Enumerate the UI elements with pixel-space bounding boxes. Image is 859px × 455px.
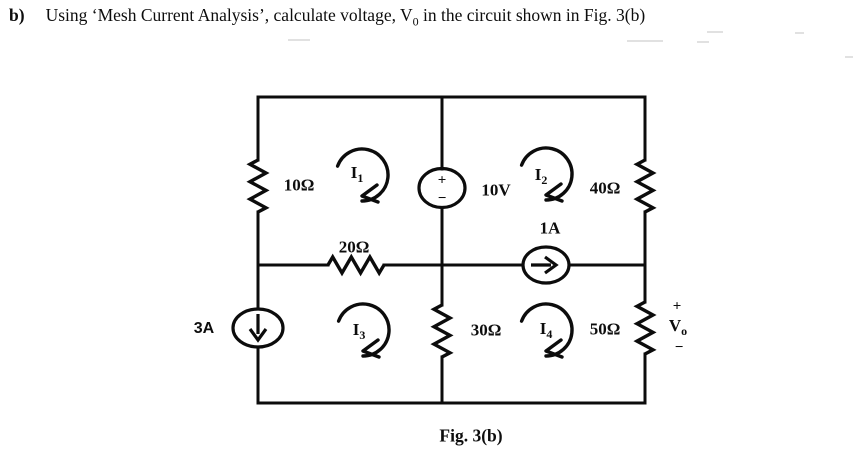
question-body: Using ‘Mesh Current Analysis’, calculate… [45,5,646,29]
mesh-loop-arrow-i2 [519,146,574,203]
label-resistor-20ohm: 20Ω [338,237,370,257]
resistor-30ohm [430,303,454,359]
label-mesh-current-i3: I3 [352,319,366,343]
question-text: b) Using ‘Mesh Current Analysis’, calcula… [9,5,645,30]
label-current-source-3a: 3A [193,320,215,337]
resistor-50ohm [633,300,657,356]
scan-artifact [627,40,663,42]
scan-artifact [288,39,310,41]
label-current-source-1a: 1A [539,218,561,238]
mesh-loop-arrow-i3 [336,302,391,359]
output-voltage-plus-sign: + [672,298,682,315]
resistor-10ohm [246,158,270,214]
label-mesh-current-i2: I2 [534,164,548,188]
label-voltage-source-10v: 10V [481,180,511,200]
voltage-source-10v-circle [417,166,467,210]
label-mesh-current-i1: I1 [350,162,364,186]
current-source-3a-circle [231,307,285,349]
resistor-40ohm [633,158,657,214]
current-source-1a-circle [521,245,571,285]
scan-artifact [707,31,723,33]
label-mesh-current-i4: I4 [539,318,553,342]
question-item-label: b) [9,5,25,25]
question-v-subscript: 0 [412,14,419,29]
current-source-3a-arrowhead-icon [248,328,268,343]
label-resistor-30ohm: 30Ω [470,320,502,340]
scan-artifact [845,56,853,58]
voltage-source-plus-sign: + [437,172,447,189]
scan-artifact [795,32,804,34]
label-output-voltage: Vo [668,315,688,339]
voltage-source-minus-sign: − [437,190,447,207]
current-source-1a-arrowhead-icon [544,255,559,275]
output-voltage-minus-sign: − [674,339,684,356]
figure-caption: Fig. 3(b) [439,425,503,446]
label-resistor-40ohm: 40Ω [589,178,621,198]
mesh-loop-arrow-i1 [335,147,390,204]
scan-artifact [697,41,709,43]
label-resistor-10ohm: 10Ω [283,175,315,195]
mesh-loop-arrow-i4 [519,302,574,359]
resistor-20ohm [326,253,386,277]
label-resistor-50ohm: 50Ω [589,319,621,339]
